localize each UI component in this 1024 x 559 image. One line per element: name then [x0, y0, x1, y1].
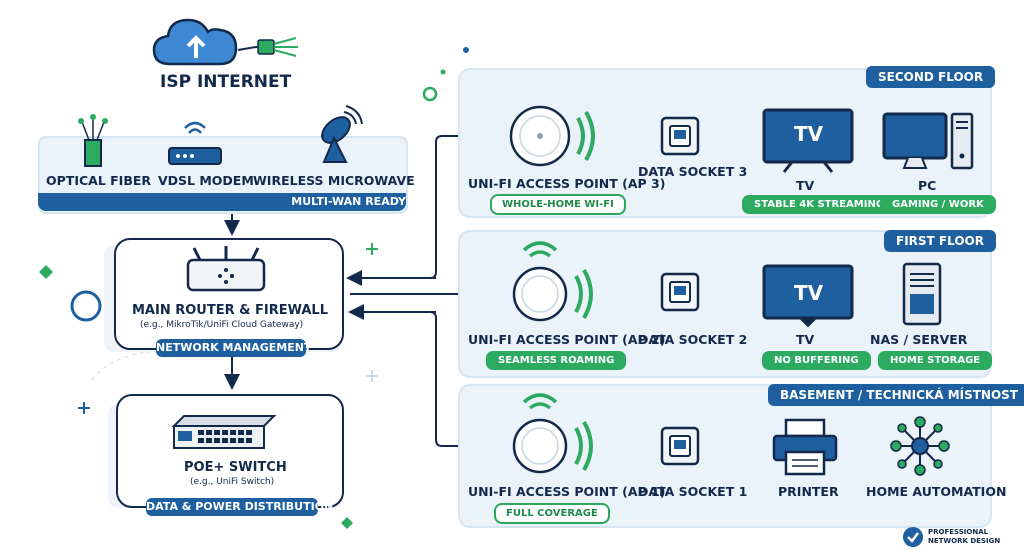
socket-label: DATA SOCKET 2 [638, 332, 748, 347]
wan-footer: MULTI-WAN READY [38, 193, 406, 211]
data-socket-icon [660, 116, 700, 156]
ap-tag: FULL COVERAGE [494, 503, 610, 524]
tv-screen-text: TV [794, 122, 824, 146]
satellite-dish-icon [321, 105, 363, 163]
ap-tag: SEAMLESS ROAMING [486, 351, 627, 370]
floor-title: FIRST FLOOR [884, 230, 996, 252]
socket-label: DATA SOCKET 3 [638, 164, 748, 179]
badge-line1: PROFESSIONAL [928, 528, 989, 536]
tv-screen-text: TV [794, 281, 824, 305]
ap-label: UNI-FI ACCESS POINT (AP 1) [468, 484, 666, 499]
ap-label: UNI-FI ACCESS POINT (AP 3) [468, 176, 666, 191]
deco-circle [70, 290, 102, 322]
server-icon [902, 262, 942, 326]
fiber-icon [78, 114, 108, 167]
router-icon [186, 246, 266, 292]
printer-icon [772, 418, 838, 476]
device-label: PRINTER [778, 484, 839, 499]
device-tag: NO BUFFERING [762, 351, 871, 370]
ap-tag: WHOLE-HOME WI-FI [490, 194, 626, 215]
device-tag: GAMING / WORK [880, 195, 996, 214]
socket-label: DATA SOCKET 1 [638, 484, 748, 499]
switch-title: POE+ SWITCH [184, 460, 287, 475]
data-socket-icon [660, 272, 700, 312]
tv-icon [762, 264, 854, 328]
pc-icon [882, 112, 974, 170]
tv-icon [762, 108, 854, 173]
isp-title: ISP INTERNET [160, 72, 292, 92]
cloud-upload-icon [152, 18, 238, 66]
ap-label: UNI-FI ACCESS POINT (AP 2) [468, 332, 666, 347]
device-label: HOME AUTOMATION [866, 484, 1007, 499]
wan-item-label: WIRELESS MICROWAVE [253, 173, 415, 188]
device-label: PC [918, 178, 937, 193]
device-label: TV [796, 178, 815, 193]
check-badge-icon [903, 527, 923, 547]
floor-title: BASEMENT / TECHNICKÁ MÍSTNOST [768, 384, 1024, 406]
floor-title: SECOND FLOOR [866, 66, 996, 88]
device-label: NAS / SERVER [870, 332, 968, 347]
access-point-icon [512, 393, 593, 474]
router-title: MAIN ROUTER & FIREWALL [132, 303, 328, 318]
switch-subtitle: (e.g., UniFi Switch) [190, 477, 275, 487]
wan-item-label: OPTICAL FIBER [46, 173, 152, 188]
switch-box [116, 394, 344, 508]
data-socket-icon [660, 426, 700, 466]
badge-line2: NETWORK DESIGN [928, 537, 1001, 545]
router-footer: NETWORK MANAGEMENT [156, 339, 311, 357]
access-point-icon [509, 105, 595, 167]
switch-footer: DATA & POWER DISTRIBUTION [146, 498, 333, 516]
modem-icon [168, 121, 222, 165]
home-automation-icon [890, 416, 950, 476]
router-subtitle: (e.g., MikroTik/UniFi Cloud Gateway) [140, 320, 304, 330]
switch-icon [171, 415, 277, 449]
device-tag: STABLE 4K STREAMING [742, 195, 897, 214]
access-point-icon [512, 241, 593, 322]
device-tag: HOME STORAGE [878, 351, 993, 370]
wan-item-label: VDSL MODEM [158, 173, 254, 188]
badge-text: PROFESSIONAL NETWORK DESIGN [928, 528, 1000, 546]
device-label: TV [796, 332, 815, 347]
